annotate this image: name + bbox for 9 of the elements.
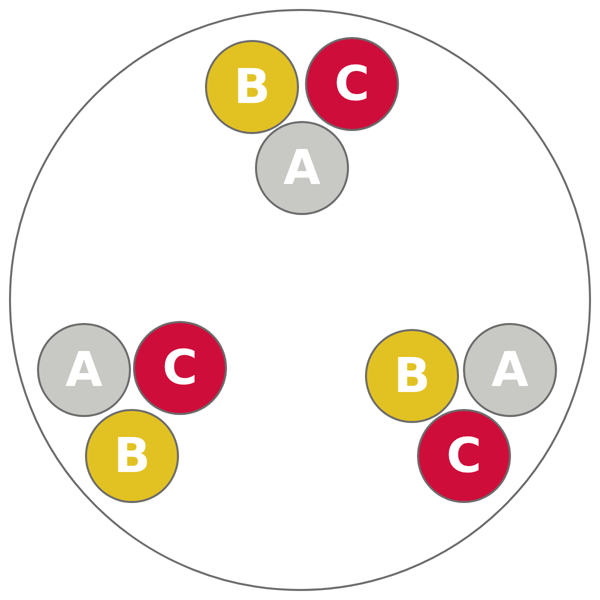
circle-letter: C (162, 344, 198, 392)
circle-letter: A (65, 346, 103, 394)
circle-letter: A (283, 144, 321, 192)
circle-letter: B (394, 352, 430, 400)
circle-letter: A (491, 346, 529, 394)
circle-letter: C (446, 432, 482, 480)
circle-letter: B (234, 63, 270, 111)
circle-letter: C (334, 60, 370, 108)
circle-letter: B (114, 432, 150, 480)
